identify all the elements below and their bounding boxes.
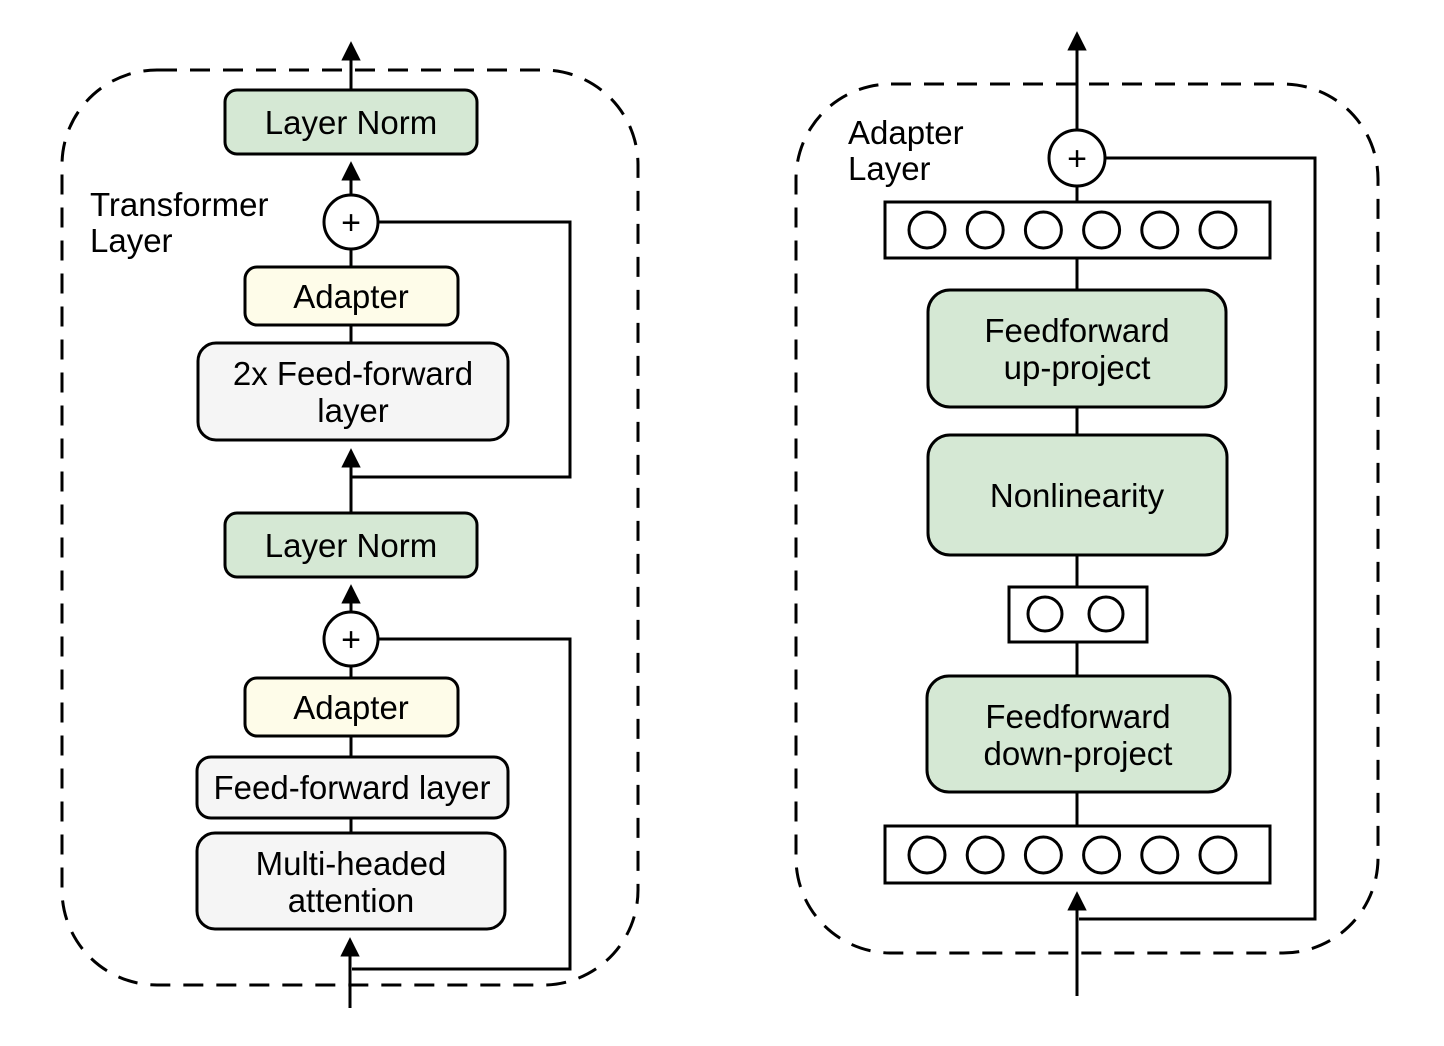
feed-forward-2x-label-line1: 2x Feed-forward [233, 355, 473, 392]
adapter-bottom-label: Adapter [293, 689, 409, 726]
adapter-layer-panel: Adapter Layer + Feedforward up-project N… [794, 31, 1380, 996]
feedforward-up-project-label-line2: up-project [1004, 349, 1151, 386]
feature-unit-circle [1082, 835, 1122, 875]
adapter-layer-label-line1: Adapter [848, 114, 964, 151]
feature-unit-circle [1023, 835, 1063, 875]
nonlinearity-label: Nonlinearity [990, 477, 1165, 514]
feedforward-up-project-label-line1: Feedforward [984, 312, 1169, 349]
adapter-layer-dashed-border [794, 82, 1380, 955]
layer-norm-top-label: Layer Norm [265, 104, 437, 141]
left-upper-skip-connection [352, 220, 572, 479]
feed-forward-2x-label-line2: layer [317, 392, 389, 429]
multi-headed-attention-box [195, 831, 507, 931]
layer-norm-bottom-box [223, 511, 479, 579]
layer-norm-bottom-label: Layer Norm [265, 527, 437, 564]
feature-unit-circle [907, 210, 947, 250]
feature-unit-circle [907, 835, 947, 875]
plus-icon: + [341, 204, 361, 242]
feedforward-down-project-label-line2: down-project [984, 735, 1173, 772]
multi-headed-attention-label-line1: Multi-headed [256, 845, 447, 882]
multi-headed-attention-label-line2: attention [288, 882, 415, 919]
feedforward-down-project-label-line1: Feedforward [985, 698, 1170, 735]
feed-forward-layer-label: Feed-forward layer [214, 769, 491, 806]
feed-forward-2x-box [196, 341, 510, 442]
layer-norm-top-box [223, 88, 479, 156]
feature-unit-circle [1023, 210, 1063, 250]
plus-icon: + [1067, 140, 1087, 178]
transformer-layer-panel: Transformer Layer Layer Norm + Adapter 2… [60, 41, 640, 1008]
feature-unit-circle [1198, 835, 1238, 875]
left-lower-skip-connection [352, 637, 572, 971]
feature-unit-circle [1082, 210, 1122, 250]
feature-unit-circle [965, 835, 1005, 875]
feature-unit-circle [1026, 595, 1064, 633]
feature-unit-circle [1087, 595, 1125, 633]
feature-unit-circle [1198, 210, 1238, 250]
plus-icon: + [341, 621, 361, 659]
feature-unit-circle [965, 210, 1005, 250]
transformer-layer-label-line2: Layer [90, 222, 173, 259]
adapter-top-label: Adapter [293, 278, 409, 315]
right-skip-connection [1079, 156, 1317, 921]
feature-unit-circle [1140, 835, 1180, 875]
adapter-layer-label-line2: Layer [848, 150, 931, 187]
bottleneck-feature-units [1026, 595, 1125, 633]
feature-unit-circle [1140, 210, 1180, 250]
bottom-feature-units [907, 835, 1238, 875]
transformer-layer-label-line1: Transformer [90, 186, 268, 223]
top-feature-units [907, 210, 1238, 250]
